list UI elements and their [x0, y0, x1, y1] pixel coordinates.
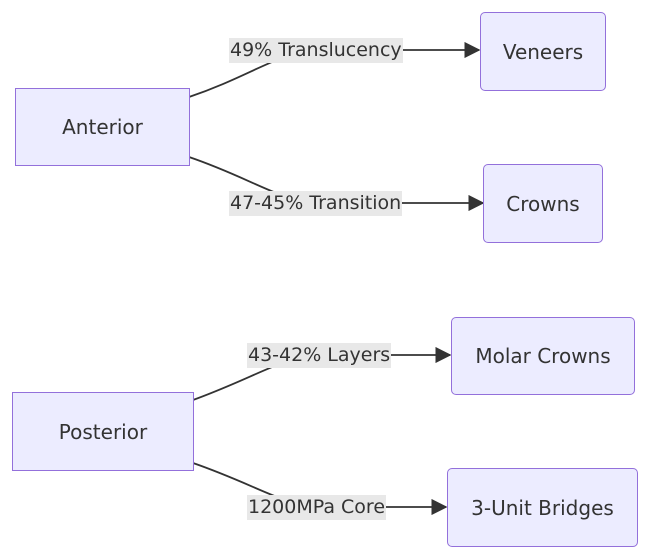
node-veneers: Veneers — [480, 12, 606, 91]
node-anterior: Anterior — [15, 88, 190, 166]
edge-label-transition: 47-45% Transition — [229, 191, 403, 216]
edge-label-core: 1200MPa Core — [247, 495, 387, 520]
node-posterior: Posterior — [12, 392, 194, 471]
node-molar-crowns: Molar Crowns — [451, 317, 635, 395]
edge-label-translucency: 49% Translucency — [229, 38, 403, 63]
node-crowns: Crowns — [483, 164, 603, 243]
edge-label-layers: 43-42% Layers — [247, 343, 392, 368]
node-3-unit-bridges: 3-Unit Bridges — [447, 468, 638, 547]
